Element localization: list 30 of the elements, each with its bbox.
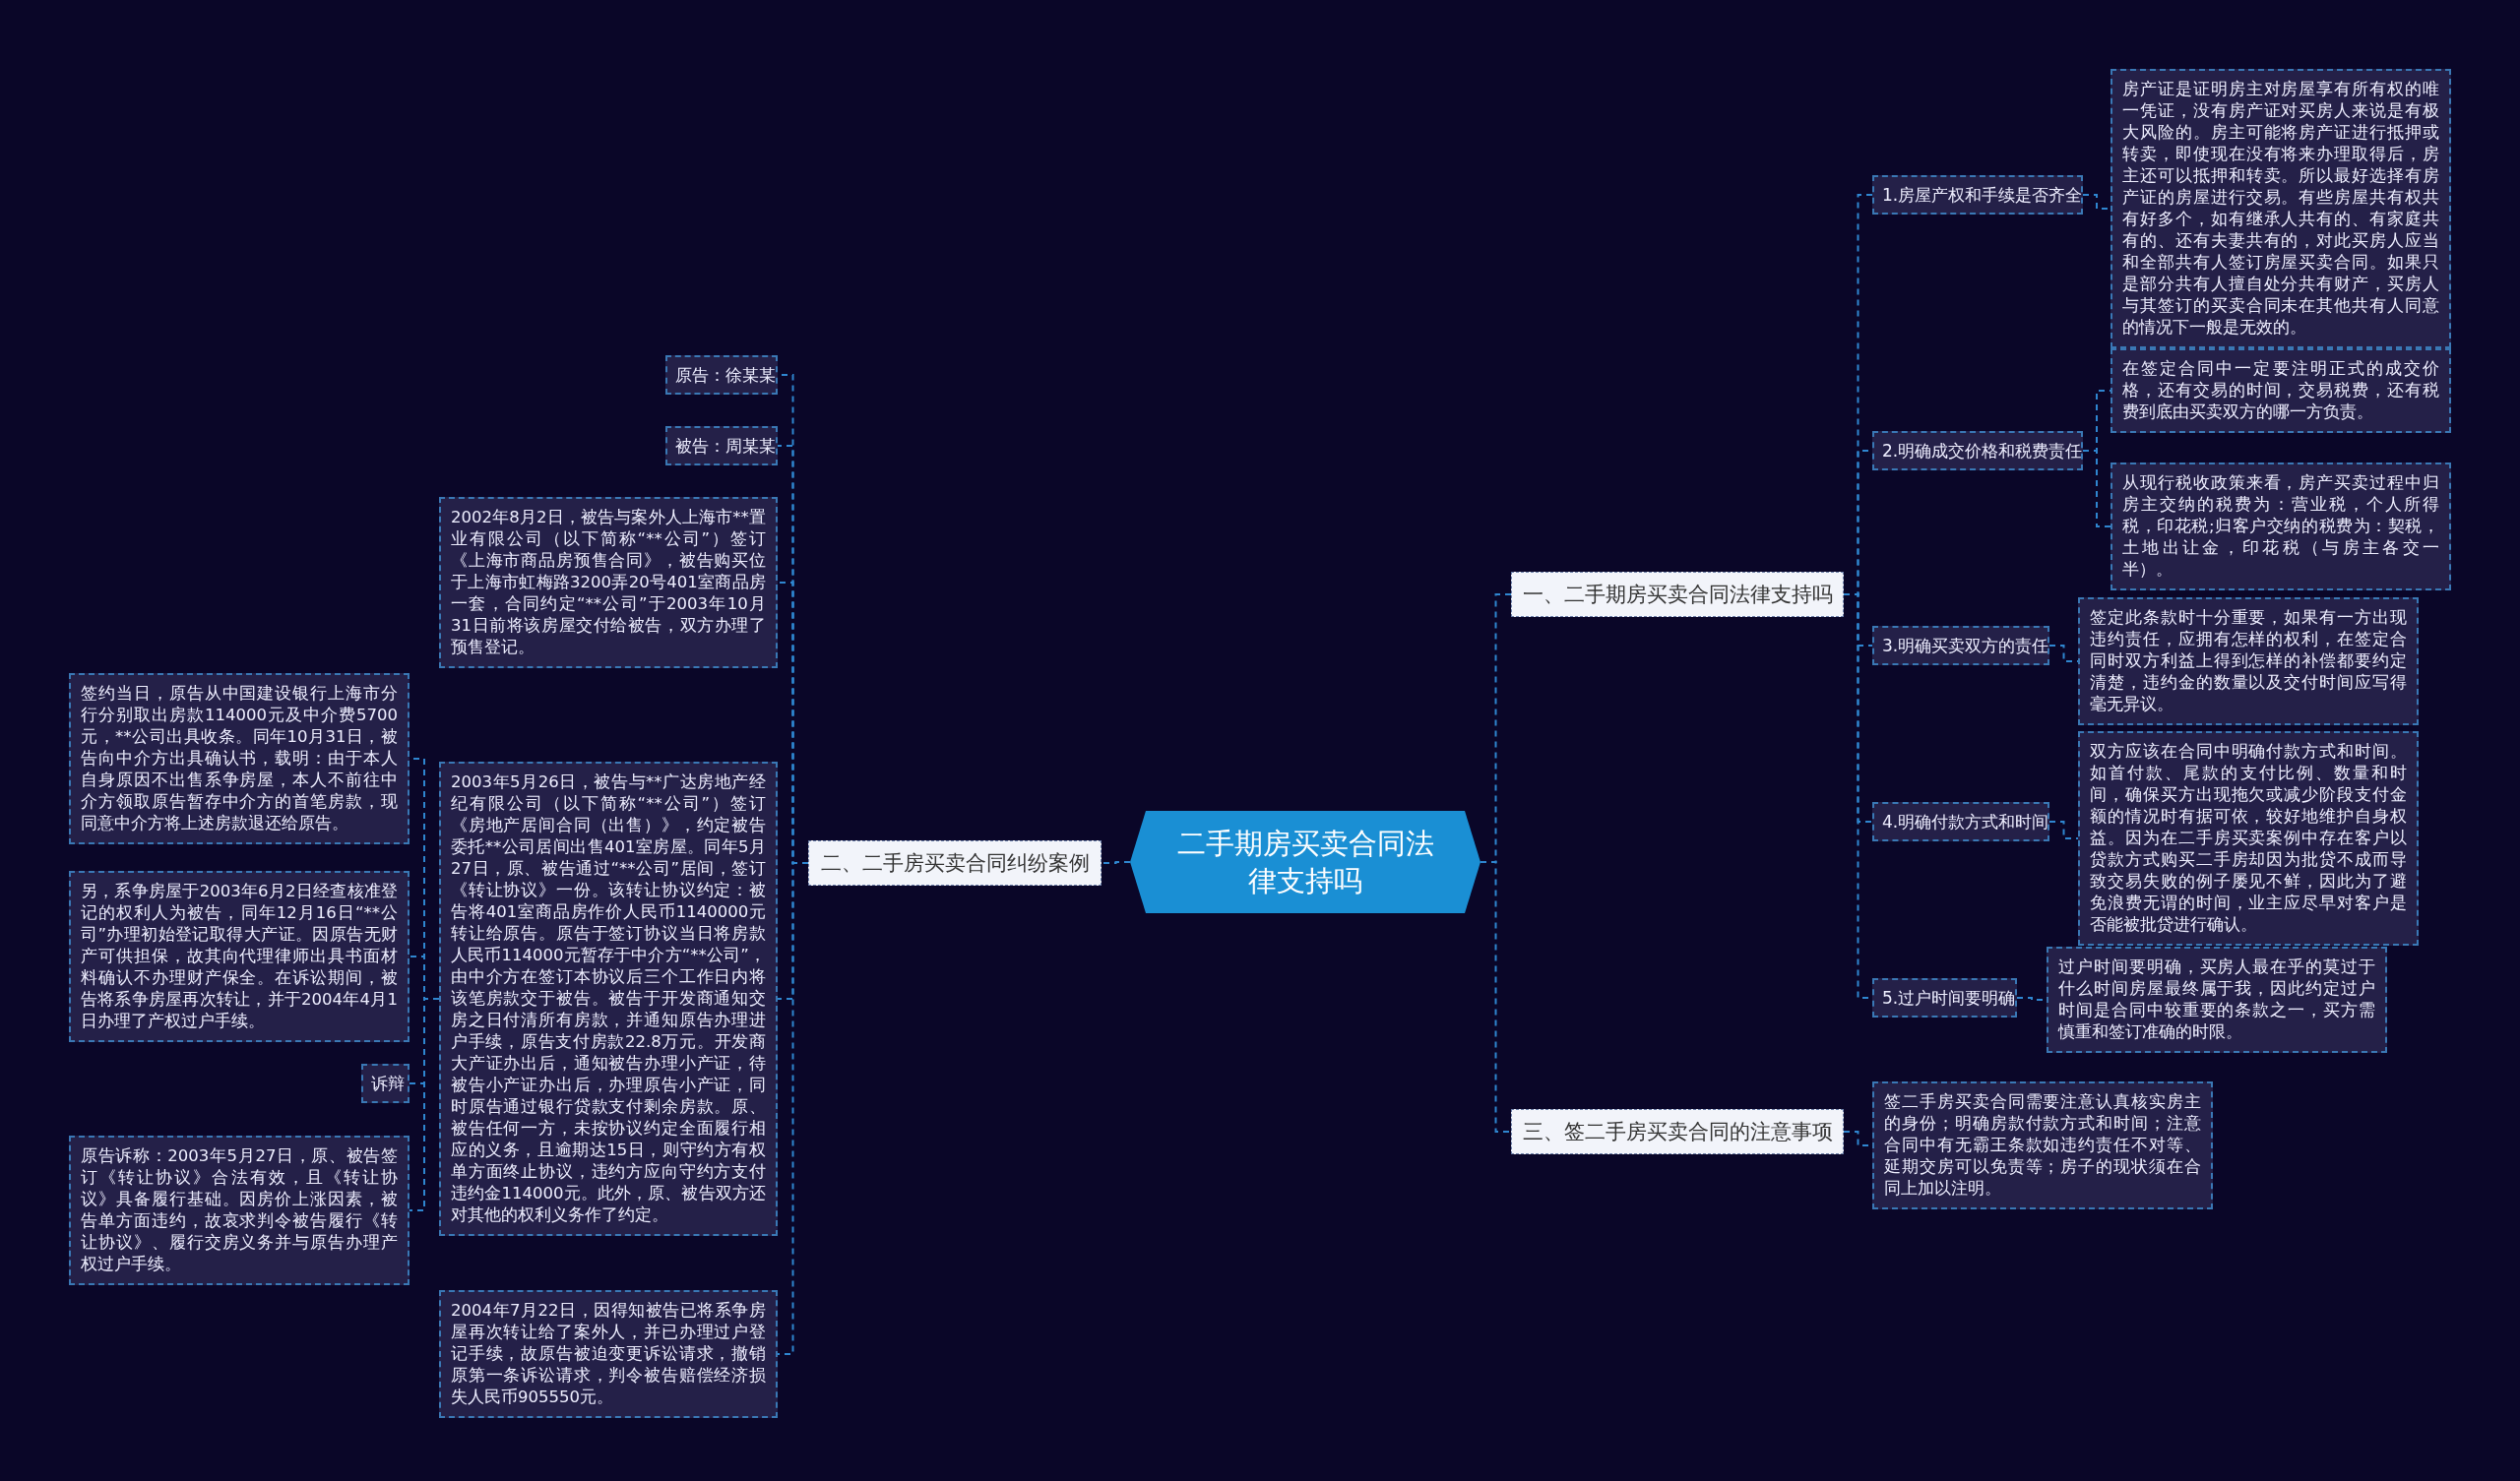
text-card: 在签定合同中一定要注明正式的成交价格，还有交易的时间，交易税费，还有税费到底由买卖双方的哪一方负责。 [2110,348,2451,433]
subtopic-box: 诉辩 [361,1064,410,1103]
connector-line [409,998,440,1211]
text-card: 签约当日，原告从中国建设银行上海市分行分别取出房款114000元及中介费5700元，**公司出具收条。同年10月31日，被告向中介方出具确认书，载明：由于本人自身原因不出售系争房屋，本人不前往中介方领取原告暂存中介方的首笔房款，现同意中介方将上述房款退还给原告。 [69,673,410,844]
text-card: 2004年7月22日，因得知被告已将系争房屋再次转让给了案外人，并已办理过户登记手续，故原告被迫变更诉讼请求，撤销原第一条诉讼请求，判令被告赔偿经济损失人民币905550元。 [439,1290,778,1418]
text-card: 另，系争房屋于2003年6月2日经查核准登记的权利人为被告，同年12月16日“**公司”办理初始登记取得大产证。因原告无财产可供担保，故其向代理律师出具书面材料确认不办理财产保全。在诉讼期间，被告将系争房屋再次转让，并于2004年4月1日办理了产权过户手续。 [69,871,410,1042]
text-card: 原告诉称：2003年5月27日，原、被告签订《转让协议》合法有效，且《转让协议》具备履行基础。因房价上涨因素，被告单方面违约，故哀求判令被告履行《转让协议》、履行交房义务并与原告办理产权过户手续。 [69,1136,410,1285]
subtopic-box: 被告：周某某 [665,426,778,465]
text-card: 房产证是证明房主对房屋享有所有权的唯一凭证，没有房产证对买房人来说是有极大风险的。房主可能将房产证进行抵押或转卖，即使现在没有将来办理取得后，房主还可以抵押和转卖。所以最好选择有房产证的房屋进行交易。有些房屋共有权共有好多个，如有继承人共有的、有家庭共有的、还有夫妻共有的，对此买房人应当和全部共有人签订房屋买卖合同。如果只是部分共有人擅自处分共有财产，买房人与其签订的买卖合同未在其他共有人同意的情况下一般是无效的。 [2110,69,2451,348]
subtopic-box: 5.过户时间要明确 [1872,978,2017,1018]
connector-line [1480,861,1512,1133]
branch-topic-box: 一、二手期房买卖合同法律支持吗 [1511,572,1844,617]
text-card: 双方应该在合同中明确付款方式和时间。如首付款、尾款的支付比例、数量和时间，确保买方出现拖欠或减少阶段支付金额的情况时有据可依，较好地维护自身权益。因为在二手房买卖案例中存在客户以贷款方式购买二手房却因为批贷不成而导致交易失败的例子屡见不鲜，因此为了避免浪费无谓的时间，业主应尽早对客户是否能被批贷进行确认。 [2078,731,2419,946]
subtopic-box: 原告：徐某某 [665,355,778,395]
text-card: 2002年8月2日，被告与案外人上海市**置业有限公司（以下简称“**公司”）签订《上海市商品房预售合同》，被告购买位于上海市虹梅路3200弄20号401室商品房一套，合同约定“**公司”于2003年10月31日前将该房屋交付给被告，双方办理了预售登记。 [439,497,778,668]
subtopic-box: 4.明确付款方式和时间 [1872,802,2049,841]
text-card: 从现行税收政策来看，房产买卖过程中归房主交纳的税费为：营业税，个人所得税，印花税;归客户交纳的税费为：契税，土地出让金，印花税（与房主各交一半）。 [2110,463,2451,590]
text-card: 签定此条款时十分重要，如果有一方出现违约责任，应拥有怎样的权利，在签定合同时双方利益上得到怎样的补偿都要约定清楚，违约金的数量以及交付时间应写得毫无异议。 [2078,597,2419,725]
connector-line [2048,821,2079,839]
central-topic: 二手期房买卖合同法律支持吗 [1130,811,1480,913]
subtopic-box: 3.明确买卖双方的责任 [1872,626,2049,665]
text-card: 签二手房买卖合同需要注意认真核实房主的身份；明确房款付款方式和时间；注意合同中有无霸王条款如违约责任不对等、延期交房可以免责等；房子的现状须在合同上加以注明。 [1872,1081,2213,1209]
text-card: 2003年5月26日，被告与**广达房地产经纪有限公司（以下简称“**公司”）签订《房地产居间合同（出售）》，约定被告委托**公司居间出售401室房屋。同年5月27日，原、被告通过“**公司”居间，签订《转让协议》一份。该转让协议约定：被告将401室商品房作价人民币1140000元转让给原告。原告于签订协议当日将房款人民币114000元暂存于中介方“**公司”，由中介方在签订本协议后三个工作日内将该笔房款交于被告。被告于开发商通知交房之日付清所有房款，并通知原告办理进户手续，原告支付房款22.8万元。开发商大产证办出后，通知被告办理小产证，待被告小产证办出后，办理原告小产证，同时原告通过银行贷款支付剩余房款。原、被告任何一方，未按协议约定全面履行相应的义务，且逾期达15日，则守约方有权单方面终止协议，违约方应向守约方支付违约金114000元。此外，原、被告双方还对其他的权利义务作了约定。 [439,762,778,1236]
subtopic-box: 2.明确成交价格和税费责任 [1872,431,2083,470]
connector-line [1101,861,1131,864]
subtopic-box: 1.房屋产权和手续是否齐全 [1872,175,2083,215]
branch-topic-box: 二、二手房买卖合同纠纷案例 [808,840,1102,886]
connector-line [2082,450,2111,527]
text-card: 过户时间要明确，买房人最在乎的莫过于什么时间房屋最终属于我，因此约定过户时间是合同中较重要的条款之一，买方需慎重和签订准确的时限。 [2047,947,2387,1053]
branch-topic-box: 三、签二手房买卖合同的注意事项 [1511,1109,1844,1154]
